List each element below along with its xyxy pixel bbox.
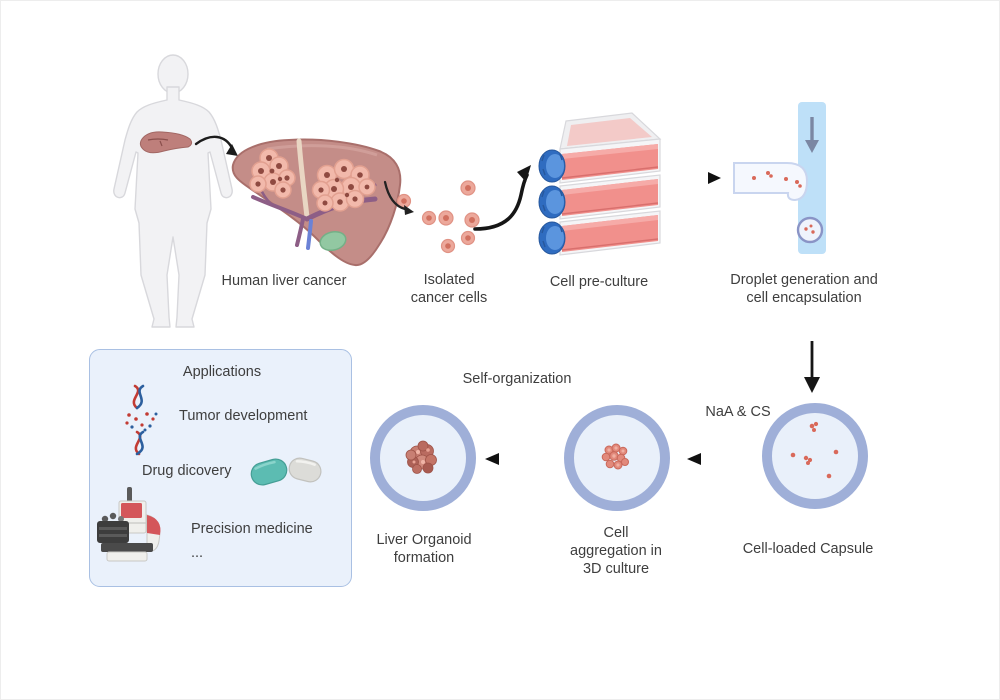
label-naa-cs: NaA & CS <box>705 404 771 420</box>
arrow-aggregation-to-organoid-icon <box>485 453 541 465</box>
cancer-liver-icon <box>231 138 402 267</box>
culture-flasks-icon <box>538 112 662 256</box>
label-self-organization: Self-organization <box>462 371 572 387</box>
cell-aggregate <box>601 443 629 470</box>
application-item-drug-discovery: Drug dicovery <box>142 463 232 479</box>
tumor-cluster-left <box>249 148 296 199</box>
encapsulated-cells <box>790 421 839 479</box>
lab-instrument-icon <box>97 487 161 562</box>
dna-icon <box>125 384 158 456</box>
application-item-tumor-development: Tumor development <box>179 408 308 424</box>
gallbladder <box>319 230 347 252</box>
label-cell-aggregation: Cell aggregation in 3D culture <box>570 525 662 577</box>
arrow-cells-to-flasks-icon <box>473 165 531 231</box>
application-item-ellipsis: ... <box>191 545 204 561</box>
label-human-liver-cancer: Human liver cancer <box>221 273 347 289</box>
flask-caps <box>538 149 566 255</box>
forming-droplet <box>796 216 824 244</box>
flow-down-arrow-icon <box>805 117 819 153</box>
arrow-body-to-liver-icon <box>194 135 238 156</box>
applications-title: Applications <box>182 364 262 380</box>
pills-icon <box>250 457 322 486</box>
application-item-precision-medicine: Precision medicine <box>191 521 313 537</box>
cell-aggregation-capsule-icon <box>564 405 670 511</box>
arrow-flasks-to-chip-icon <box>680 172 721 184</box>
label-isolated-cancer-cells: Isolated cancer cells <box>410 272 488 306</box>
liver-organoid-capsule-icon <box>370 405 476 511</box>
arrow-liver-to-cells-icon <box>383 180 414 215</box>
cell-loaded-capsule-icon <box>762 403 868 509</box>
label-cell-pre-culture: Cell pre-culture <box>549 274 649 290</box>
label-liver-organoid: Liver Organoid formation <box>376 532 472 566</box>
human-body-icon <box>113 54 233 328</box>
arrow-chip-to-capsule-icon <box>804 341 820 393</box>
liver-in-body-icon <box>139 131 193 154</box>
horizontal-channel <box>733 162 809 202</box>
liver-ligament <box>296 138 310 220</box>
arrow-capsule-to-aggregation-icon <box>687 453 743 465</box>
isolated-cancer-cells-icon <box>396 180 480 254</box>
label-droplet-generation: Droplet generation and cell encapsulatio… <box>730 272 878 306</box>
organoid <box>405 440 437 474</box>
instrument-knobs <box>101 512 124 523</box>
droplet-generator-icon <box>733 102 826 254</box>
cells-in-channel <box>752 171 802 188</box>
label-cell-loaded-capsule: Cell-loaded Capsule <box>742 541 874 557</box>
tumor-cluster-right <box>311 158 376 212</box>
